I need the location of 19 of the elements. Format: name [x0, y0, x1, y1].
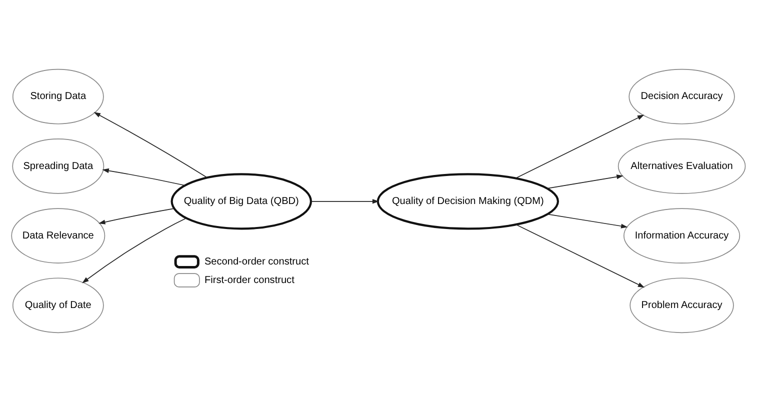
arrow: [82, 218, 186, 284]
legend-label: First-order construct: [204, 274, 294, 286]
node-ellipse: Problem Accuracy: [630, 278, 734, 334]
arrow: [546, 174, 624, 189]
node-ellipse: Spreading Data: [12, 138, 104, 194]
arrow: [102, 168, 186, 186]
arrow: [515, 224, 645, 288]
node-ellipse: Quality of Decision Making (QDM): [376, 173, 560, 230]
node-ellipse: Information Accuracy: [624, 208, 740, 264]
arrow: [94, 112, 208, 178]
arrow: [98, 208, 174, 224]
node-ellipse: Storing Data: [12, 68, 104, 124]
node-ellipse: Quality of Big Data (QBD): [170, 173, 312, 230]
arrow: [310, 199, 380, 204]
node-ellipse: Alternatives Evaluation: [618, 138, 746, 194]
arrow: [547, 214, 628, 228]
legend-label: Second-order construct: [204, 256, 309, 268]
arrow: [515, 114, 644, 179]
node-ellipse: Decision Accuracy: [628, 68, 735, 124]
